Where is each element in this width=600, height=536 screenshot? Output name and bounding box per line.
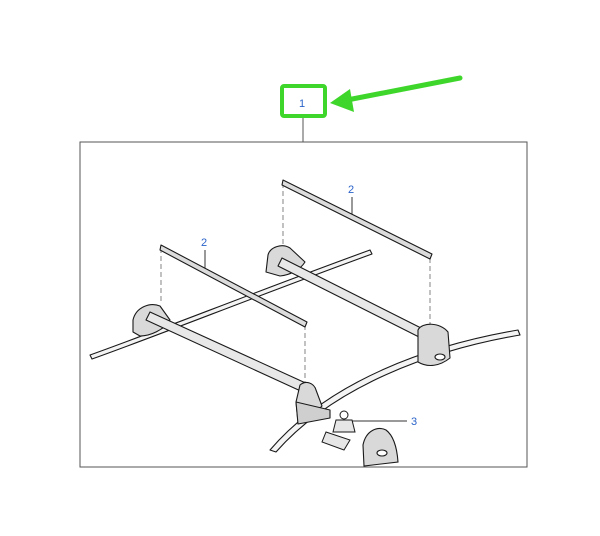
rubber-strip-front	[159, 244, 308, 328]
callout-label-2a: 2	[348, 184, 354, 196]
rear-foot-right	[417, 323, 451, 367]
highlight-box	[280, 84, 327, 118]
alignment-guides	[160, 183, 431, 390]
callout-label-2b: 2	[201, 237, 207, 249]
green-arrow-icon	[330, 75, 463, 112]
roof-rack-assembly	[89, 179, 521, 453]
roof-rail-right	[269, 329, 521, 453]
rubber-strip-rear	[281, 179, 433, 260]
rear-foot-logo	[434, 353, 446, 361]
end-cap-icon	[362, 427, 399, 467]
callout-label-3: 3	[411, 416, 417, 428]
mounting-clip-icon	[321, 410, 356, 451]
callout-label-1: 1	[299, 98, 305, 110]
front-foot-bracket	[295, 401, 331, 425]
